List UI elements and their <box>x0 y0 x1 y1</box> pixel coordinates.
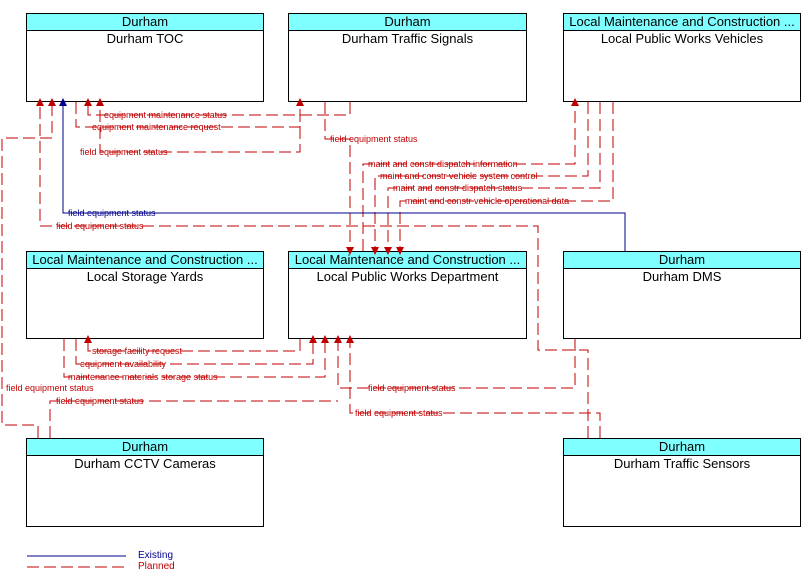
node-durham-dms[interactable]: Durham Durham DMS <box>563 251 801 339</box>
node-owner: Local Maintenance and Construction ... <box>27 252 263 269</box>
flow-label: field equipment status <box>368 383 456 393</box>
flow-label: field equipment status <box>6 383 94 393</box>
flow-line <box>334 335 576 389</box>
node-name: Durham DMS <box>642 269 722 284</box>
flow-label: field equipment status <box>80 147 168 157</box>
flow-label: field equipment status <box>355 408 443 418</box>
flow-line <box>63 335 329 378</box>
flow-label: field equipment status <box>68 208 156 218</box>
flow-label: maint and constr dispatch status <box>393 183 523 193</box>
legend-existing-label: Existing <box>138 550 174 561</box>
node-owner: Durham <box>289 14 526 31</box>
node-owner: Local Maintenance and Construction ... <box>289 252 526 269</box>
flow-line <box>396 102 614 255</box>
flow-line <box>84 98 351 116</box>
node-durham-toc[interactable]: Durham Durham TOC <box>26 13 264 102</box>
node-name: Durham Traffic Signals <box>341 31 474 46</box>
node-local-public-works-department[interactable]: Local Maintenance and Construction ... L… <box>288 251 527 339</box>
flow-line <box>96 98 301 153</box>
flow-label: field equipment status <box>56 221 144 231</box>
node-owner: Local Maintenance and Construction ... <box>564 14 800 31</box>
flow-label: maint and constr vehicle operational dat… <box>405 196 569 206</box>
legend-planned-label: Planned <box>138 561 175 572</box>
flow-line <box>75 335 317 365</box>
node-local-public-works-vehicles[interactable]: Local Maintenance and Construction ... L… <box>563 13 801 102</box>
node-owner: Durham <box>27 14 263 31</box>
node-durham-cctv-cameras[interactable]: Durham Durham CCTV Cameras <box>26 438 264 527</box>
flow-line <box>84 335 301 352</box>
flow-label: field equipment status <box>56 396 144 406</box>
node-name: Local Public Works Department <box>316 269 499 284</box>
flow-line <box>362 98 579 251</box>
flow-label: equipment maintenance status <box>104 110 227 120</box>
flow-label: field equipment status <box>330 134 418 144</box>
flow-label: maint and constr vehicle system control <box>380 171 538 181</box>
node-owner: Durham <box>564 439 800 456</box>
flow-label: equipment maintenance request <box>92 122 221 132</box>
node-durham-traffic-sensors[interactable]: Durham Durham Traffic Sensors <box>563 438 801 527</box>
flow-label: maint and constr dispatch information <box>368 159 518 169</box>
node-name: Durham TOC <box>106 31 184 46</box>
node-owner: Durham <box>27 439 263 456</box>
flow-line <box>384 102 601 255</box>
flow-line <box>324 102 354 255</box>
flow-line <box>49 400 338 438</box>
node-owner: Durham <box>564 252 800 269</box>
node-local-storage-yards[interactable]: Local Maintenance and Construction ... L… <box>26 251 264 339</box>
flow-line <box>36 98 589 438</box>
flow-line <box>346 335 601 438</box>
flow-label: equipment availability <box>80 359 167 369</box>
node-name: Durham CCTV Cameras <box>74 456 216 471</box>
node-name: Local Storage Yards <box>86 269 204 284</box>
node-name: Local Public Works Vehicles <box>600 31 764 46</box>
flow-label: maintenance materials storage status <box>68 372 218 382</box>
node-name: Durham Traffic Sensors <box>613 456 751 471</box>
flow-line <box>1 98 56 438</box>
flow-label: storage facility request <box>92 346 183 356</box>
node-durham-traffic-signals[interactable]: Durham Durham Traffic Signals <box>288 13 527 102</box>
flow-line-existing <box>59 98 626 251</box>
